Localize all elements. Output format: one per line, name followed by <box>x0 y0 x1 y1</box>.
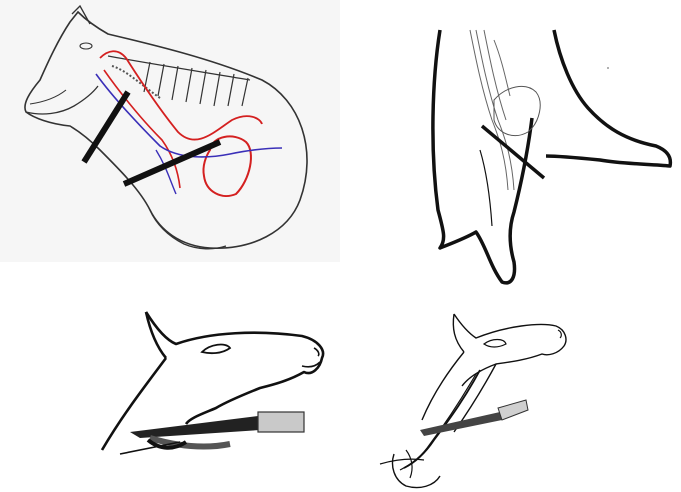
chest-entry-illustration <box>410 0 681 300</box>
texture-dot <box>607 67 609 69</box>
anatomy-illustration <box>0 0 340 262</box>
mouth <box>302 362 320 367</box>
panel-neck-stick <box>376 300 681 492</box>
neck-stick-illustration <box>376 300 681 492</box>
knife <box>420 400 528 436</box>
incision-line <box>482 126 544 178</box>
knife-handle <box>498 400 528 420</box>
knife <box>130 412 304 446</box>
neck-vessels <box>470 30 514 190</box>
panel-neck-cut <box>90 300 350 492</box>
head-outline <box>146 312 323 424</box>
panel-background <box>0 0 340 262</box>
neck-cut-illustration <box>90 300 350 492</box>
knife-blade <box>420 412 502 436</box>
nostril <box>314 348 319 356</box>
panel-chest-entry <box>410 0 681 300</box>
head-outline <box>454 314 566 386</box>
neck-front <box>422 352 464 420</box>
eye <box>202 345 230 354</box>
nostril <box>558 330 561 338</box>
knife-blade <box>130 416 260 438</box>
knife-handle <box>258 412 304 432</box>
foreleg <box>480 150 492 226</box>
body-outline-right <box>546 30 670 166</box>
eye <box>484 340 506 348</box>
panel-anatomy-overview <box>0 0 340 262</box>
